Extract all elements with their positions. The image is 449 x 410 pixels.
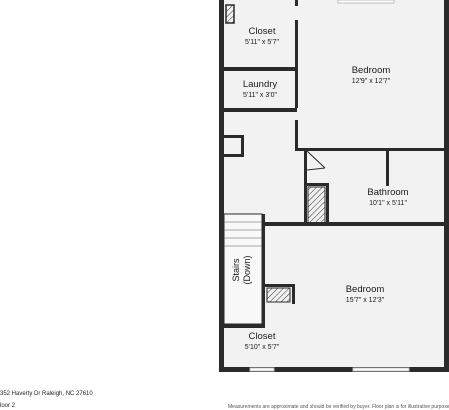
bedroom-top-name: Bedroom xyxy=(352,65,391,76)
closet-top-dims: 5'11" x 5'7" xyxy=(245,39,279,46)
bedroom-bottom-dims: 15'7" x 12'3" xyxy=(346,297,385,304)
closet-bottom-dims: 5'10" x 5'7" xyxy=(245,344,280,351)
bedroom-top-dims: 12'9" x 12'7" xyxy=(352,78,391,85)
door-swing xyxy=(306,150,326,169)
hatched-closet-bathroom xyxy=(307,186,326,224)
closet-bottom-name: Closet xyxy=(249,331,276,342)
bathroom-name: Bathroom xyxy=(367,187,408,198)
disclaimer-text: Measurements are approximate and should … xyxy=(228,404,449,410)
address-text: 352 Haverty Dr Raleigh, NC 27610 xyxy=(0,391,93,397)
interior-walls xyxy=(224,0,445,328)
exterior-walls xyxy=(219,0,449,372)
windows xyxy=(249,0,410,372)
stairs xyxy=(223,213,263,325)
stairs-label-line2: (Down) xyxy=(242,255,252,284)
bathroom-dims: 10'1" x 5'11" xyxy=(369,200,407,207)
laundry-dims: 5'11" x 3'0" xyxy=(243,92,277,99)
hatched-cabinet-closet xyxy=(225,4,235,24)
stairs-label-line1: Stairs xyxy=(231,258,241,282)
hatched-shelf-bedroom xyxy=(266,287,291,303)
laundry-name: Laundry xyxy=(243,79,278,90)
door-swing-2 xyxy=(306,167,326,171)
bedroom-bottom-name: Bedroom xyxy=(346,284,385,295)
closet-top-name: Closet xyxy=(249,26,276,37)
floor-label: loor 2 xyxy=(0,403,16,409)
